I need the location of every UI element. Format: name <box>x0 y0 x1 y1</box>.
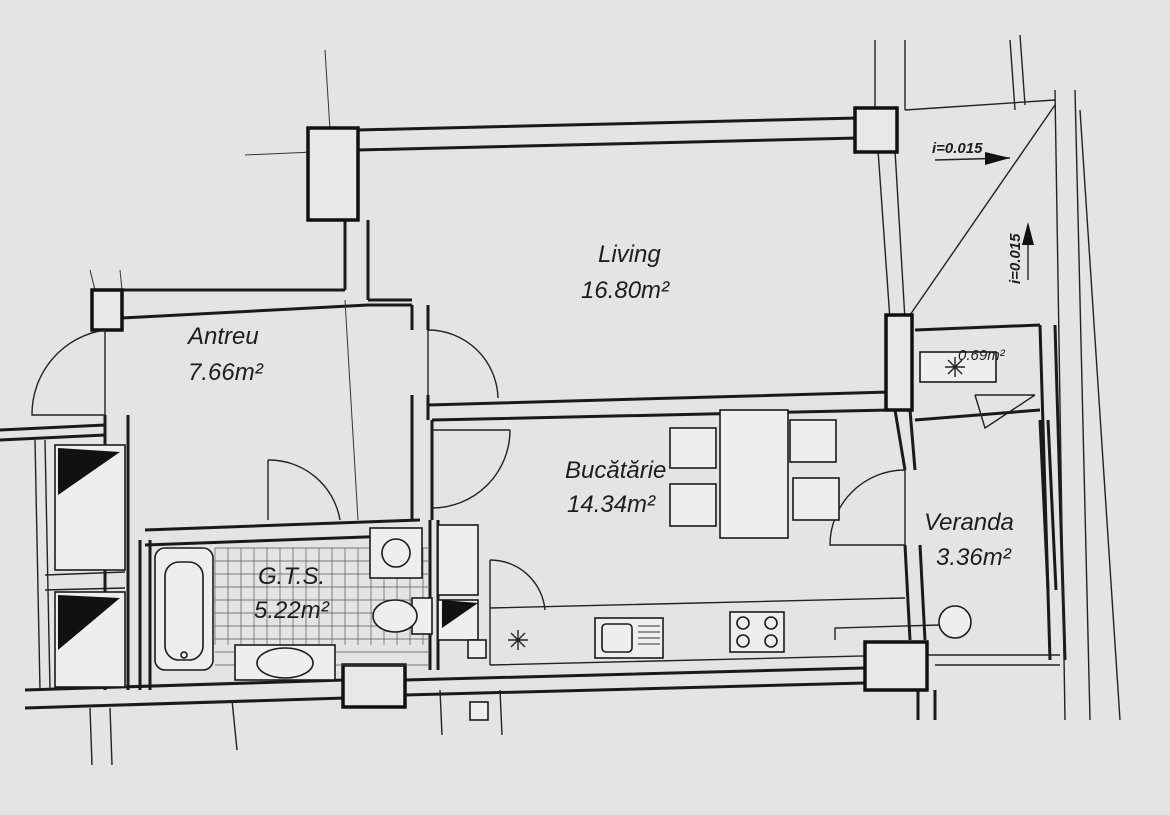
toilet <box>372 599 418 633</box>
kitchen-door <box>431 429 511 509</box>
bucatarie-area: 14.34m² <box>567 491 656 518</box>
entry-door <box>31 329 106 416</box>
columns <box>90 106 929 709</box>
chair <box>669 483 717 527</box>
column-right-mid <box>884 313 914 412</box>
veranda-door <box>829 469 906 546</box>
pantry-shelf-top <box>437 524 479 596</box>
light-symbol <box>508 630 528 650</box>
pipe <box>834 624 941 640</box>
pantry-door <box>489 559 546 611</box>
gts-name: G.T.S. <box>258 563 325 590</box>
vent-shaft <box>469 701 489 721</box>
antreu-area: 7.66m² <box>188 359 264 386</box>
veranda-area: 3.36m² <box>936 544 1012 571</box>
gts-area: 5.22m² <box>254 597 330 624</box>
dining-table <box>719 409 789 539</box>
slope-label-vertical: i=0.015 <box>1007 233 1024 284</box>
bathroom-door <box>267 459 341 521</box>
column-bottom-middle <box>341 663 407 709</box>
doors <box>31 329 1036 611</box>
bucatarie-name: Bucătărie <box>565 457 666 484</box>
bathroom-tiles <box>214 547 430 666</box>
storage-door <box>974 394 1036 430</box>
living-area: 16.80m² <box>581 277 670 304</box>
slope-label-horizontal: i=0.015 <box>932 140 983 157</box>
vent-shaft <box>467 639 487 659</box>
washing-machine <box>369 527 423 579</box>
fixtures <box>54 152 1034 721</box>
column-top-right <box>853 106 899 154</box>
walls <box>0 34 1121 766</box>
boiler <box>938 605 972 639</box>
room-labels: Living 16.80m² Antreu 7.66m² Bucătărie 1… <box>186 140 1024 624</box>
living-door <box>427 329 499 399</box>
living-name: Living <box>598 241 661 268</box>
chair <box>789 419 837 463</box>
column-top-left <box>306 126 360 222</box>
chair <box>792 477 840 521</box>
chair <box>669 427 717 469</box>
column-bottom-right <box>863 640 929 692</box>
stove <box>729 611 785 653</box>
antreu-name: Antreu <box>186 323 259 350</box>
veranda-name: Veranda <box>924 509 1014 536</box>
storage-area: 0.69m² <box>958 347 1006 364</box>
column-left-top <box>90 288 124 332</box>
